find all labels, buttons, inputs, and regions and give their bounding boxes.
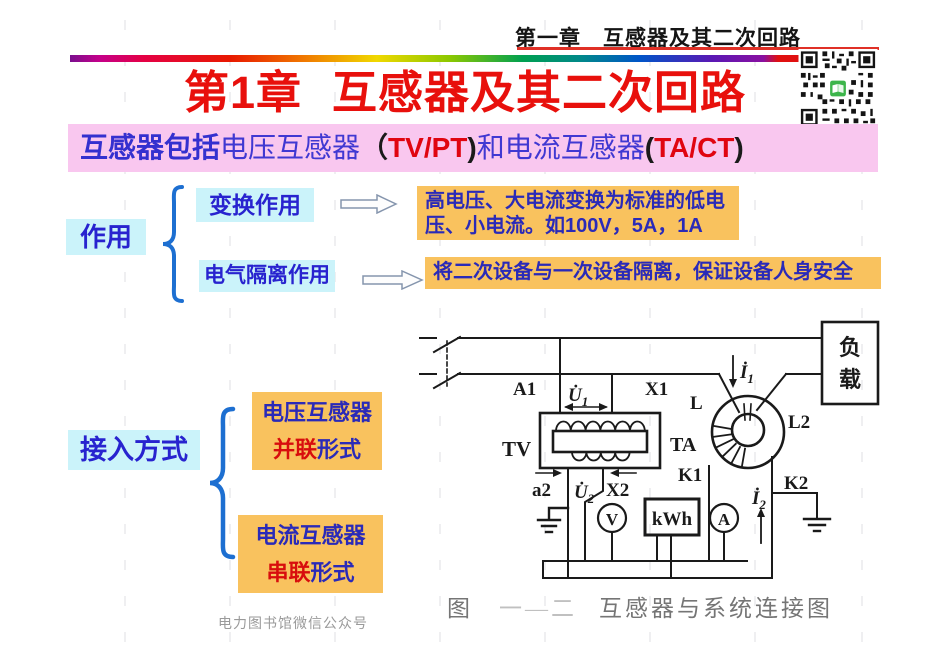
title-part1: 第1章	[183, 67, 302, 118]
energy-meter-label: kWh	[652, 509, 693, 530]
transform-desc-line2: 压、小电流。如100V，5A，1A	[425, 215, 703, 237]
label-i1: İ1	[739, 361, 754, 386]
label-x2: X2	[606, 480, 629, 501]
voltmeter-label: V	[606, 510, 619, 529]
label-load-2: 载	[839, 367, 861, 392]
transform-desc-box: 高电压、大电流变换为标准的低电 压、小电流。如100V，5A，1A	[417, 186, 739, 240]
figure-caption-title: 互感器与系统连接图	[599, 596, 833, 621]
transform-function-box: 变换作用	[196, 188, 314, 222]
voltmeter	[596, 502, 628, 534]
transform-arrow-icon	[340, 194, 398, 214]
ground-symbol-right	[802, 517, 832, 533]
label-u1: U̇1	[568, 384, 588, 409]
label-u2: U̇2	[574, 481, 595, 506]
figure-caption: 图 一—二互感器与系统连接图	[447, 589, 833, 623]
vt-parallel-box: 电压互感器 并联形式	[252, 392, 382, 470]
isolation-function-box: 电气隔离作用	[199, 260, 335, 292]
label-l: L	[690, 393, 703, 414]
label-l2: L2	[788, 412, 810, 433]
label-a2: a2	[532, 480, 551, 501]
circuit-diagram: A1 X1 TV a2 X2 L L2 TA K1 K2 U̇1 U̇2 İ1 …	[419, 320, 880, 579]
banner-ct-term: 和电流互感器	[476, 132, 645, 163]
label-tv: TV	[502, 437, 531, 461]
label-ta: TA	[670, 434, 697, 456]
energy-meter	[643, 497, 701, 537]
title-part2: 互感器及其二次回路	[332, 67, 747, 118]
label-i2: İ2	[751, 487, 766, 512]
vt-name: 电压互感器	[261, 400, 372, 425]
connection-section-label: 接入方式	[68, 430, 200, 470]
banner-subject: 互感器包括	[80, 132, 221, 163]
figure-caption-prefix: 图	[447, 596, 473, 621]
page-title: 第1章互感器及其二次回路	[120, 56, 810, 121]
vt-mode: 并联形式	[272, 437, 362, 462]
qr-logo	[828, 78, 848, 99]
definition-banner: 互感器包括电压互感器（TV/PT)和电流互感器(TA/CT)	[68, 124, 878, 172]
ground-symbol-left	[536, 506, 570, 534]
watermark: 电力图书馆微信公众号	[218, 615, 368, 631]
banner-ct-abbrev: TA/CT	[654, 132, 735, 163]
disconnector-switch-icon	[419, 335, 462, 390]
qr-code	[798, 49, 878, 128]
rainbow-divider	[70, 55, 800, 62]
banner-vt-term: 电压互感器	[220, 132, 361, 163]
ct-mode: 串联形式	[266, 560, 355, 585]
banner-vt-abbrev: TV/PT	[388, 132, 468, 163]
function-brace	[162, 185, 184, 303]
header-underline	[517, 47, 879, 50]
label-k1: K1	[678, 465, 702, 486]
ct-series-box: 电流互感器 串联形式	[238, 515, 383, 593]
ct-name: 电流互感器	[255, 523, 366, 548]
connection-brace	[209, 406, 236, 560]
figure-caption-number: 一—二	[499, 596, 577, 621]
ammeter	[708, 502, 740, 534]
function-section-label: 作用	[66, 219, 146, 255]
label-a1: A1	[513, 379, 536, 400]
transform-desc-line1: 高电压、大电流变换为标准的低电	[425, 190, 725, 212]
ammeter-label: A	[718, 510, 731, 529]
chapter-header: 第一章 互感器及其二次回路	[515, 26, 801, 50]
voltage-transformer-tv	[538, 411, 662, 470]
load-box	[820, 320, 880, 406]
label-k2: K2	[784, 473, 808, 494]
label-load-1: 负	[839, 335, 861, 360]
isolation-desc-box: 将二次设备与一次设备隔离，保证设备人身安全	[425, 257, 881, 289]
current-transformer-ta	[710, 372, 788, 470]
label-x1: X1	[645, 379, 668, 400]
isolation-arrow-icon	[362, 270, 424, 290]
